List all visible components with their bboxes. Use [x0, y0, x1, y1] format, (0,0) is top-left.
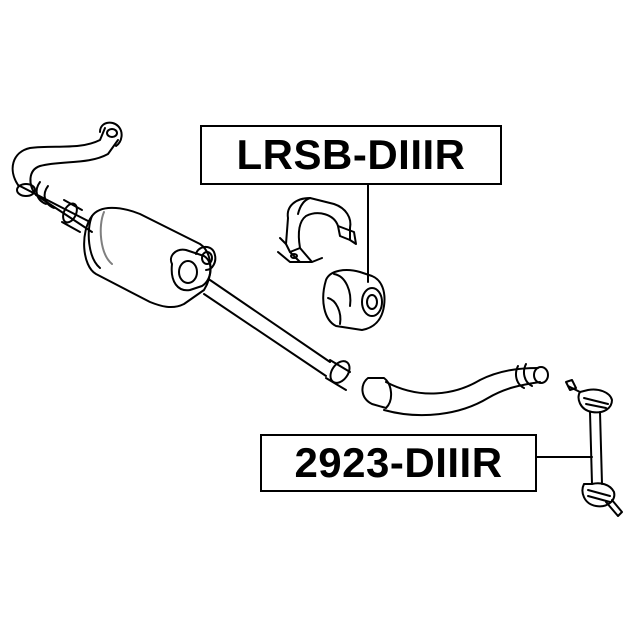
- bushing-bracket: [277, 197, 357, 263]
- rubber-bushing: [322, 269, 386, 331]
- stabilizer-bar: [11, 121, 549, 417]
- stabilizer-link: [565, 379, 623, 517]
- link-part-label: 2923-DIIIR: [260, 434, 537, 492]
- bushing-part-label: LRSB-DIIIR: [200, 125, 502, 185]
